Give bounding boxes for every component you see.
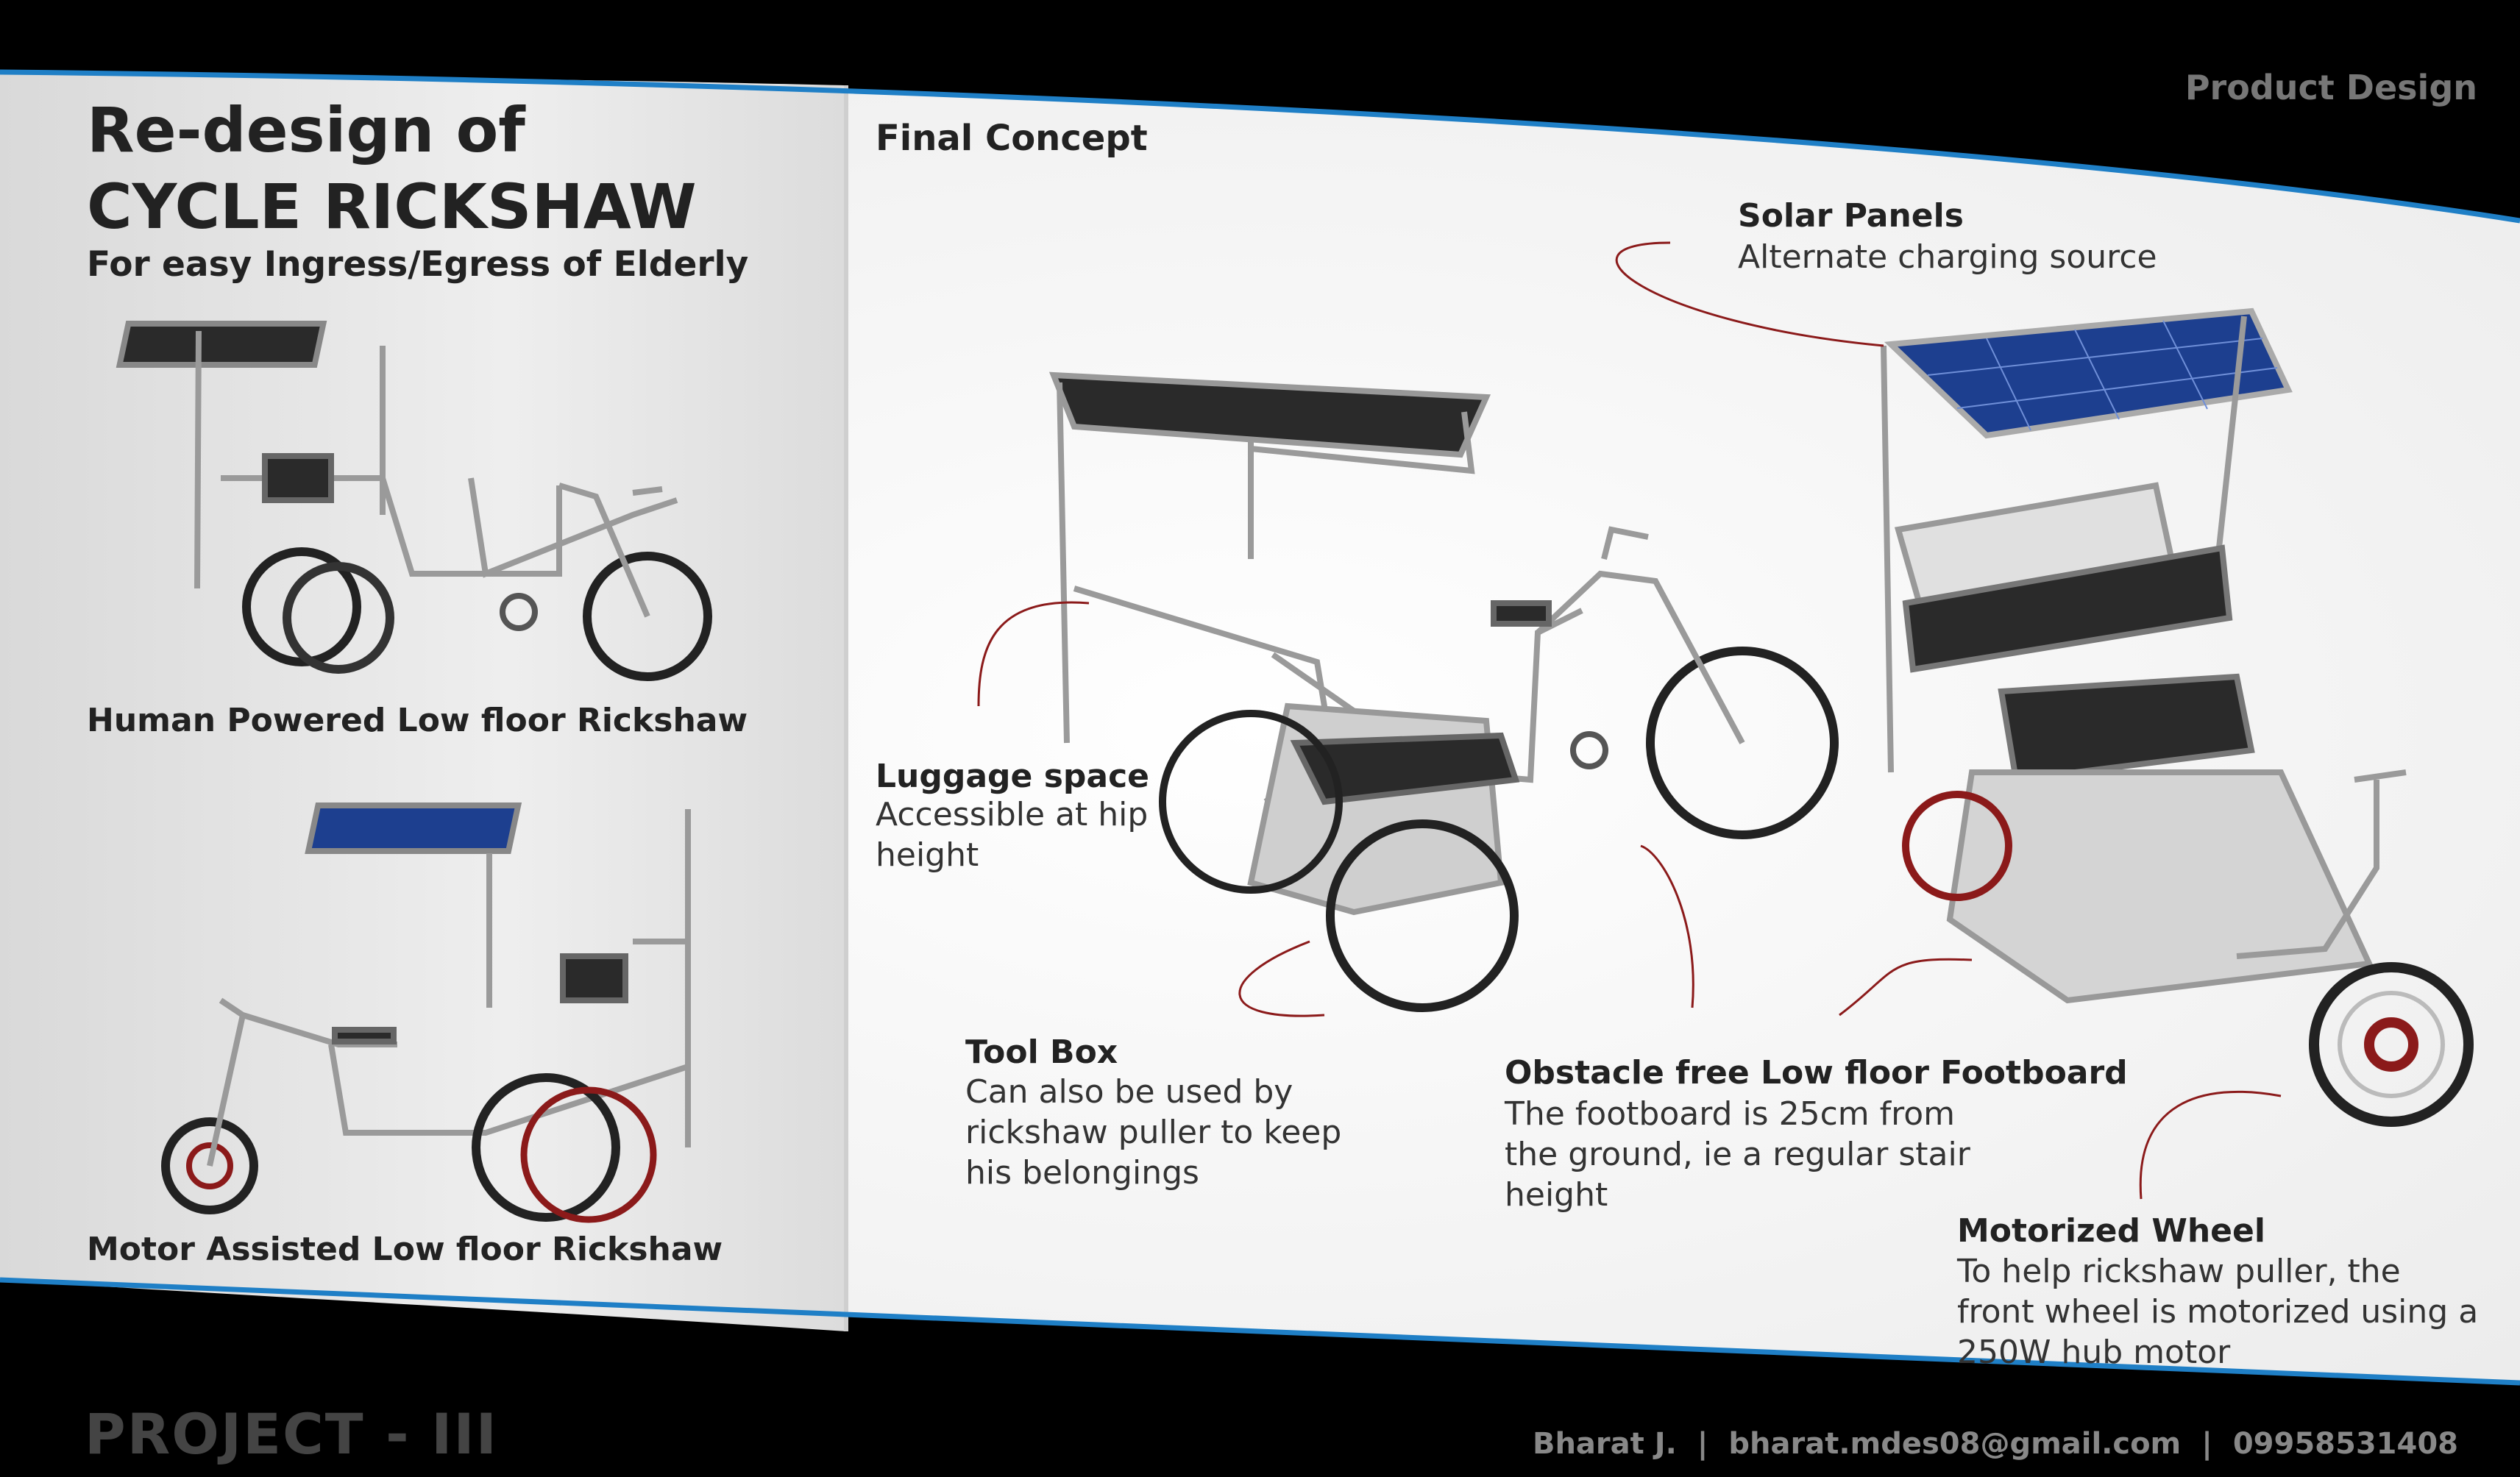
section-title: Final Concept <box>876 118 1148 159</box>
page-title-line2: CYCLE RICKSHAW <box>87 171 697 243</box>
footer-separator: | <box>2201 1427 2212 1461</box>
annotation-toolbox-text: Can also be used by rickshaw puller to k… <box>965 1073 1342 1192</box>
annotation-footboard-title: Obstacle free Low floor Footboard <box>1505 1054 2128 1092</box>
caption-motor-assisted: Motor Assisted Low floor Rickshaw <box>87 1231 723 1268</box>
footer-separator: | <box>1697 1427 1708 1461</box>
annotation-footboard-text: The footboard is 25cm from the ground, i… <box>1505 1095 1970 1214</box>
footer-contact: Bharat J. | bharat.mdes08@gmail.com | 099585… <box>1522 1427 2468 1461</box>
caption-human-powered: Human Powered Low floor Rickshaw <box>87 702 748 739</box>
footer-author: Bharat J. <box>1532 1427 1677 1461</box>
project-label: PROJECT - III <box>85 1401 498 1467</box>
footer-email: bharat.mdes08@gmail.com <box>1728 1427 2182 1461</box>
annotation-luggage-text: Accessible at hip height <box>876 796 1149 874</box>
annotation-motor-title: Motorized Wheel <box>1957 1212 2265 1250</box>
category-label: Product Design <box>2184 68 2477 107</box>
annotation-toolbox-title: Tool Box <box>965 1033 1118 1071</box>
footer-phone: 09958531408 <box>2232 1427 2458 1461</box>
page-title-line1: Re-design of <box>87 94 525 166</box>
page-subtitle: For easy Ingress/Egress of Elderly <box>87 244 749 285</box>
annotation-motor-text: To help rickshaw puller, the front wheel… <box>1957 1253 2479 1371</box>
annotation-luggage-title: Luggage space <box>876 758 1150 795</box>
annotation-solar-text: Alternate charging source <box>1738 238 2157 276</box>
annotation-solar-title: Solar Panels <box>1738 197 1964 235</box>
